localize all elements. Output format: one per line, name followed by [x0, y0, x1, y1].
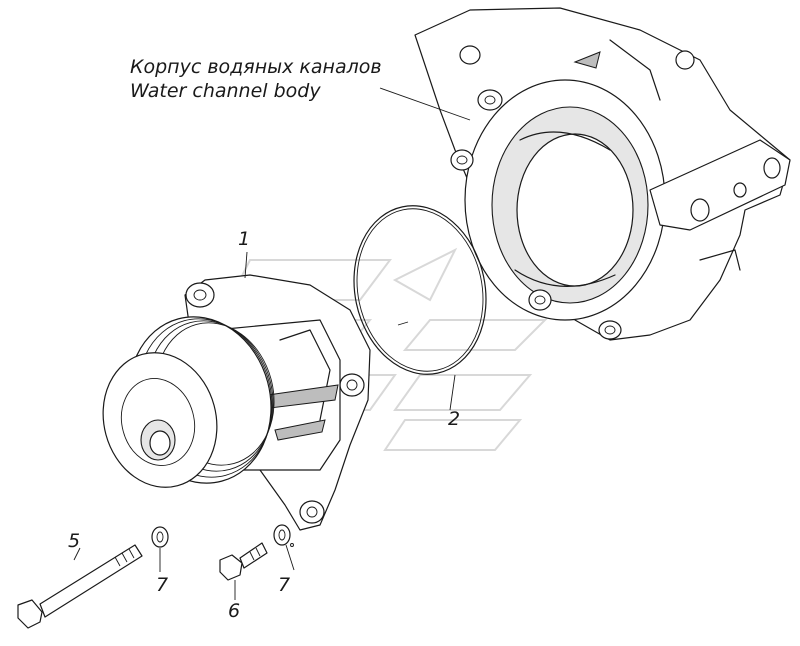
callout-short-bolt: 6 — [228, 600, 241, 622]
water-channel-body — [414, 7, 791, 341]
housing-caption-english: Water channel body — [130, 80, 321, 102]
gasket-ring — [353, 205, 487, 411]
housing-caption-russian: Корпус водяных каналов — [130, 56, 382, 78]
water-pump — [102, 274, 371, 531]
washer-right — [273, 524, 295, 571]
short-bolt — [219, 542, 268, 600]
callout-long-bolt: 5 — [68, 530, 81, 552]
callout-washer-left: 7 — [156, 574, 169, 596]
long-bolt — [17, 544, 143, 629]
callout-gasket: 2 — [448, 408, 461, 430]
callout-pump: 1 — [238, 228, 251, 250]
callout-washer-right: 7 — [278, 574, 291, 596]
pump-leader-line — [244, 251, 248, 279]
caption-leader-line — [379, 87, 471, 121]
washer-left — [151, 526, 169, 572]
